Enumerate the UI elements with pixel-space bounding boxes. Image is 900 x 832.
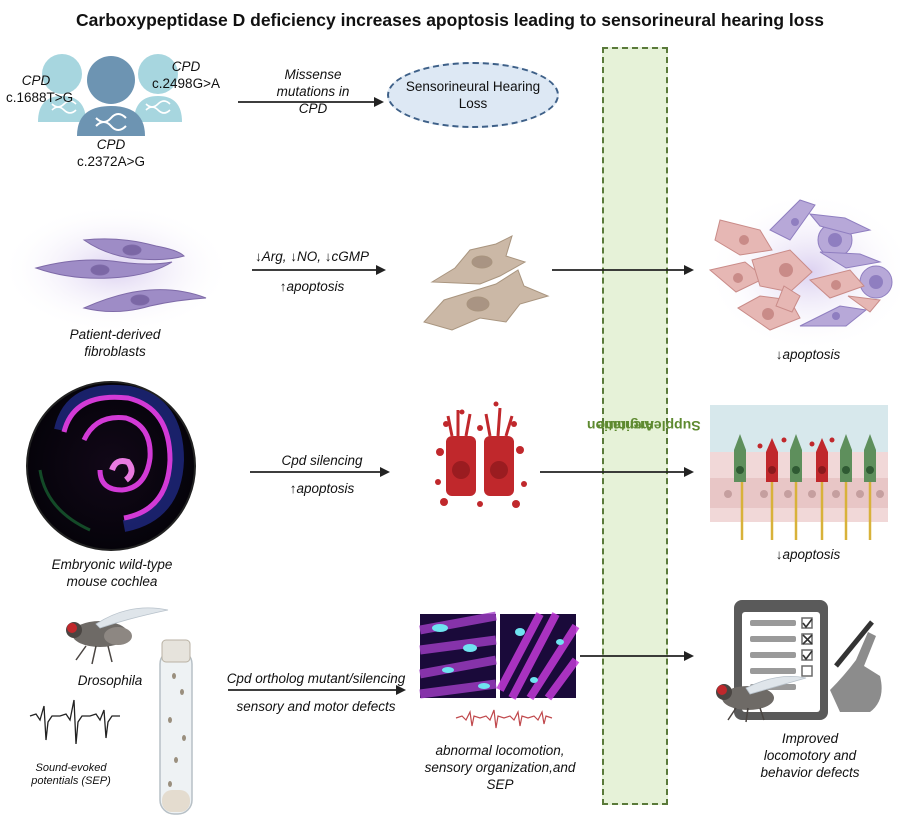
sep-caption: Sound-evoked potentials (SEP) — [16, 762, 126, 788]
rescued-cells-icon — [708, 199, 893, 331]
row3-result-label: ↓apoptosis — [775, 547, 841, 562]
person-center-gene: CPD — [96, 137, 126, 152]
fibroblasts-caption: Patient-derived fibroblasts — [40, 326, 190, 360]
row1-arrow-label-line2: mutations in — [276, 84, 350, 99]
result-line3: behavior defects — [760, 765, 860, 780]
fibroblasts-caption-line1: Patient-derived — [69, 327, 161, 342]
person-center-label: CPD c.2372A>G — [72, 136, 150, 170]
drosophila-label: Drosophila — [77, 673, 143, 688]
person-center-icon — [77, 56, 145, 136]
sep-caption-line1: Sound-evoked — [35, 762, 107, 774]
middle-caption-line3: SEP — [486, 777, 514, 792]
dna-left-icon — [51, 100, 77, 114]
row3-arrow-label-bottom: ↑apoptosis — [289, 481, 355, 496]
patient-group-icon — [38, 54, 182, 136]
row4-arrow-label-bottom: sensory and motor defects — [236, 699, 396, 714]
cochlea-caption-line2: mouse cochlea — [66, 574, 158, 589]
sensorineural-hearing-loss-node: Sensorineural Hearing Loss — [387, 62, 559, 128]
rescued-drosophila-icon — [716, 675, 807, 723]
sep-trace-icon — [29, 699, 120, 745]
row1-arrow-label-line3: CPD — [298, 101, 328, 116]
person-left-gene: CPD — [21, 73, 51, 88]
dna-right-icon — [145, 100, 171, 114]
result-line2: locomotory and — [763, 748, 857, 763]
patient-fibroblasts-icon — [34, 238, 207, 313]
person-left-variant: c.1688T>G — [6, 90, 74, 105]
diagram-title: Carboxypeptidase D deficiency increases … — [76, 10, 824, 30]
cochlea-caption-line1: Embryonic wild-type — [51, 557, 173, 572]
row2-arrow-label-top: ↓Arg, ↓NO, ↓cGMP — [254, 249, 369, 264]
apoptotic-hair-cells-icon — [435, 401, 527, 508]
row2-arrow-label-bottom: ↑apoptosis — [279, 279, 345, 294]
row2-result-label: ↓apoptosis — [775, 347, 841, 362]
sep-caption-line2: potentials (SEP) — [31, 775, 111, 787]
mouse-cochlea-icon — [26, 381, 196, 551]
row1-arrow-label: Missense mutations in CPD — [258, 66, 368, 117]
outcome-line1: Sensorineural Hearing — [405, 79, 541, 94]
row3-arrow-label-top: Cpd silencing — [281, 453, 363, 468]
row1-arrow-label-line1: Missense — [284, 67, 342, 82]
middle-caption-line1: abnormal locomotion, — [435, 743, 565, 758]
person-left-label: CPD c.1688T>G — [6, 72, 74, 106]
person-center-variant: c.2372A>G — [77, 154, 145, 169]
person-right-label: CPD c.2498G>A — [150, 58, 222, 92]
drosophila-icon — [66, 607, 169, 665]
arginine-supplementation-band — [602, 47, 668, 805]
person-right-gene: CPD — [171, 59, 201, 74]
result-line1: Improved — [781, 731, 839, 746]
fly-vial-icon — [159, 639, 193, 815]
rescued-hair-cells-icon — [710, 405, 888, 540]
abnormal-sep-trace-icon — [455, 709, 553, 729]
apoptotic-fibroblasts-icon — [423, 235, 550, 331]
outcome-line2: Loss — [458, 96, 488, 111]
row4-arrow-label-top: Cpd ortholog mutant/silencing — [226, 671, 406, 686]
person-right-variant: c.2498G>A — [152, 76, 220, 91]
cochlea-caption: Embryonic wild-type mouse cochlea — [30, 556, 194, 590]
row4-middle-caption: abnormal locomotion, sensory organizatio… — [410, 742, 590, 793]
fibroblasts-caption-line2: fibroblasts — [84, 344, 146, 359]
fly-tissue-images-icon — [419, 611, 580, 701]
row4-result-caption: Improved locomotory and behavior defects — [730, 730, 890, 781]
middle-caption-line2: sensory organization,and — [424, 760, 576, 775]
